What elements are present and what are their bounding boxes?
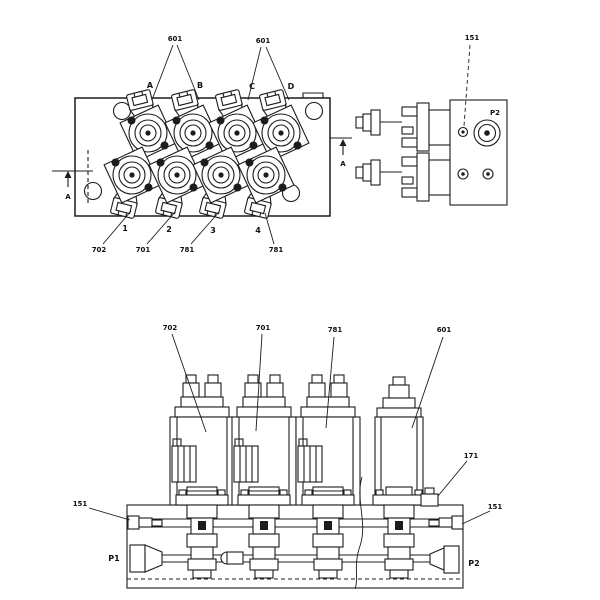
port-letter-c: C <box>249 82 255 91</box>
valve-port-3 <box>192 146 250 220</box>
plug-151-end <box>457 126 469 138</box>
callout-781-front: 781 <box>328 326 343 334</box>
callout-601-front: 601 <box>437 326 452 334</box>
leader-702 <box>102 210 132 245</box>
section-arrow-right: A <box>330 137 352 168</box>
leader-601-cd <box>247 46 290 101</box>
callout-151-end: 151 <box>465 34 480 42</box>
port-number-4: 4 <box>255 226 261 235</box>
leader-701-front <box>255 333 263 432</box>
port-number-1: 1 <box>122 224 128 233</box>
leader-151-right <box>461 510 491 525</box>
plug-p1 <box>129 544 146 573</box>
callout-601-cd: 601 <box>256 37 271 45</box>
callout-151-right: 151 <box>488 503 503 511</box>
valve-port-2 <box>148 146 206 220</box>
solenoid-valve-781 <box>295 374 361 506</box>
callout-781-b: 781 <box>269 246 284 254</box>
bracket-171 <box>420 487 439 507</box>
callout-601-ab: 601 <box>168 35 183 43</box>
port-number-3: 3 <box>210 226 216 235</box>
callout-702: 702 <box>92 246 107 254</box>
valve-port-1 <box>103 146 161 220</box>
block-tab <box>302 92 324 98</box>
port-number-2: 2 <box>166 225 172 234</box>
section-break-curve <box>354 476 364 590</box>
callout-701: 701 <box>136 246 151 254</box>
solenoid-profile-upper <box>355 102 451 152</box>
plug-p2 <box>443 545 460 574</box>
section-label-left: A <box>65 193 71 201</box>
mount-hole <box>83 181 103 201</box>
plug-151-right <box>451 515 464 530</box>
mount-hole <box>112 101 132 121</box>
section-arrow-left: A <box>52 170 93 201</box>
port-letter-a: A <box>147 81 154 90</box>
callout-171: 171 <box>464 452 479 460</box>
end-view: P2 151 <box>355 34 508 206</box>
callout-151-left: 151 <box>73 500 88 508</box>
solenoid-valve-701 <box>231 374 297 506</box>
plug-lower-left <box>457 168 469 180</box>
port-label-p1: P1 <box>108 554 120 563</box>
leader-781-a <box>190 211 220 245</box>
solenoid-profile-lower <box>355 152 451 202</box>
port-letter-b: B <box>197 81 203 90</box>
mount-hole <box>304 101 324 121</box>
section-label-right: A <box>340 160 346 168</box>
port-label-p2-end: P2 <box>490 109 500 117</box>
leader-701 <box>146 211 176 245</box>
port-label-p2: P2 <box>468 559 479 568</box>
leader-601-ab <box>151 44 200 101</box>
port-letter-d: D <box>288 82 295 91</box>
valve-port-d <box>252 88 310 162</box>
leader-702-front <box>171 333 207 433</box>
manifold-block-plan <box>74 97 331 217</box>
solenoid-valve-702 <box>169 374 235 506</box>
solenoid-valve-601 <box>374 376 424 506</box>
plug-151-left <box>127 515 140 530</box>
callout-781-a: 781 <box>180 246 195 254</box>
callout-702-front: 702 <box>163 324 178 332</box>
leader-151-left <box>88 507 131 521</box>
port-p2-end <box>473 119 501 147</box>
leader-781-front <box>325 336 335 429</box>
callout-701-front: 701 <box>256 324 271 332</box>
end-plate <box>449 99 508 206</box>
leader-781-b <box>264 212 275 245</box>
valve-port-4 <box>237 146 295 220</box>
leader-171 <box>437 460 468 497</box>
plug-lower-right <box>482 168 494 180</box>
leader-601-front <box>411 336 444 429</box>
plan-view: 601 601 A B C D 1 2 3 4 702 701 781 781 … <box>52 35 352 254</box>
front-view: 702 701 781 601 171 151 151 P1 P2 <box>73 324 503 590</box>
